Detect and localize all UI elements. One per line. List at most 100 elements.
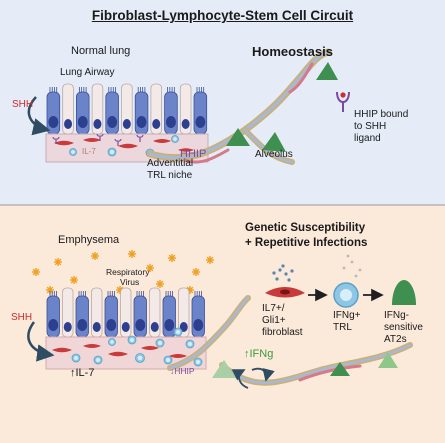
cell-nucleus [77, 319, 88, 331]
lymphocyte-nucleus [188, 342, 192, 346]
flow-trl-line2: TRL [333, 322, 352, 333]
top-shh-label: SHH [12, 99, 34, 110]
cell-nucleus [92, 322, 101, 332]
top-hhip-ligand-markers [52, 133, 144, 146]
legend-line3: ligand [354, 133, 381, 144]
cell-nucleus [181, 119, 190, 129]
virus-spike [128, 250, 136, 258]
lymphocyte-nucleus [166, 358, 170, 362]
hhip-marker [136, 134, 144, 138]
bottom-fibroblasts [52, 343, 187, 359]
fibroblast [169, 353, 187, 359]
lymphocyte-nucleus [110, 340, 114, 344]
panel-divider [0, 204, 445, 206]
cell-nucleus [93, 119, 102, 129]
respiratory-virus-particles [32, 250, 214, 294]
lung-airway-label: Lung Airway [60, 67, 115, 78]
virus-spike [206, 256, 214, 264]
fibroblast [153, 138, 171, 144]
niche-label-line2: TRL niche [147, 170, 193, 181]
top-shh-arrow [27, 96, 51, 136]
cell-nucleus [165, 116, 176, 128]
lymphocyte-nucleus [71, 150, 75, 154]
bottom-alveolar-wall [167, 295, 413, 386]
normal-lung-label: Normal lung [71, 45, 131, 57]
lymphocyte-nucleus [130, 338, 134, 342]
lymphocyte-nucleus [176, 330, 180, 334]
top-airway-epithelium [46, 83, 208, 135]
flow-fibroblast-line3: fibroblast [262, 327, 303, 338]
flow-fibroblast-icon [265, 264, 305, 298]
fibroblast [108, 351, 128, 357]
cell-nucleus [121, 322, 130, 332]
hhip-marker [114, 138, 122, 142]
cell-nucleus [48, 319, 59, 331]
flow-at2-icon [392, 280, 416, 305]
fibroblast [178, 148, 194, 152]
top-il7-label: IL-7 [82, 147, 96, 156]
virus-spike [156, 280, 164, 288]
cell-nucleus [136, 116, 147, 128]
normal-lung-panel [0, 0, 445, 205]
virus-label: Virus [120, 277, 140, 287]
lymphocyte-nucleus [110, 150, 114, 154]
niche-label-line1: Adventitial [147, 158, 194, 169]
respiratory-label: Respiratory [106, 267, 150, 277]
cell-nucleus [152, 119, 161, 129]
cell-nucleus [106, 319, 117, 331]
cell-nucleus [179, 322, 188, 332]
fibroblast [118, 143, 138, 149]
cell-nucleus [77, 116, 88, 128]
top-at2-cells [226, 62, 338, 152]
cell-nucleus [63, 322, 72, 332]
cell-nucleus [64, 119, 73, 129]
flow-at2-line3: AT2s [384, 334, 407, 345]
hhip-bound-shh-legend-icon [336, 91, 350, 112]
virus-spike [168, 254, 176, 262]
cell-nucleus [150, 322, 159, 332]
cell-nucleus [135, 319, 146, 331]
emphysema-panel [0, 205, 445, 443]
cell-nucleus [195, 116, 206, 128]
lymphocyte-nucleus [96, 358, 100, 362]
flow-fibroblast-line1: IL7+/ [262, 303, 285, 314]
bottom-il7-label: ↑IL-7 [70, 367, 95, 379]
genetic-susceptibility-label: Genetic Susceptibility [245, 222, 366, 234]
virus-spike [91, 252, 99, 260]
top-alveolar-wall [146, 48, 332, 165]
flow-trl-icon [333, 254, 362, 308]
top-fibroblasts [54, 137, 194, 152]
cell-nucleus [48, 116, 59, 128]
lymphocyte-nucleus [74, 356, 78, 360]
flow-fibroblast-line2: Gli1+ [262, 315, 286, 326]
bottom-at2-cells [212, 352, 398, 378]
virus-spike [192, 268, 200, 276]
lymphocyte-nucleus [137, 355, 143, 361]
cell-nucleus [164, 319, 175, 331]
cell-nucleus [193, 319, 204, 331]
lymphocyte-nucleus [196, 360, 200, 364]
flow-at2-line1: IFNg- [384, 310, 409, 321]
bottom-airway-epithelium [46, 287, 205, 338]
lymphocyte-nucleus [173, 137, 177, 141]
ifng-label: ↑IFNg [244, 348, 274, 360]
repetitive-infections-label: + Repetitive Infections [245, 237, 368, 249]
lymphocyte-nucleus [158, 341, 162, 345]
hhip-marker [52, 136, 60, 140]
virus-spike [146, 264, 154, 272]
homeostasis-label: Homeostasis [252, 44, 333, 59]
cell-nucleus [107, 116, 118, 128]
virus-spike [32, 268, 40, 276]
fibroblast [141, 345, 159, 351]
ifng-release-arrows [231, 367, 275, 389]
bottom-shh-label: SHH [11, 312, 33, 323]
legend-line2: to SHH [354, 121, 387, 132]
virus-spike [54, 258, 62, 266]
alveolus-label: Alveolus [255, 149, 293, 160]
virus-spike [116, 286, 124, 294]
virus-spike [46, 286, 54, 294]
legend-line1: HHIP bound [354, 109, 409, 120]
bottom-shh-arrow [27, 321, 55, 362]
